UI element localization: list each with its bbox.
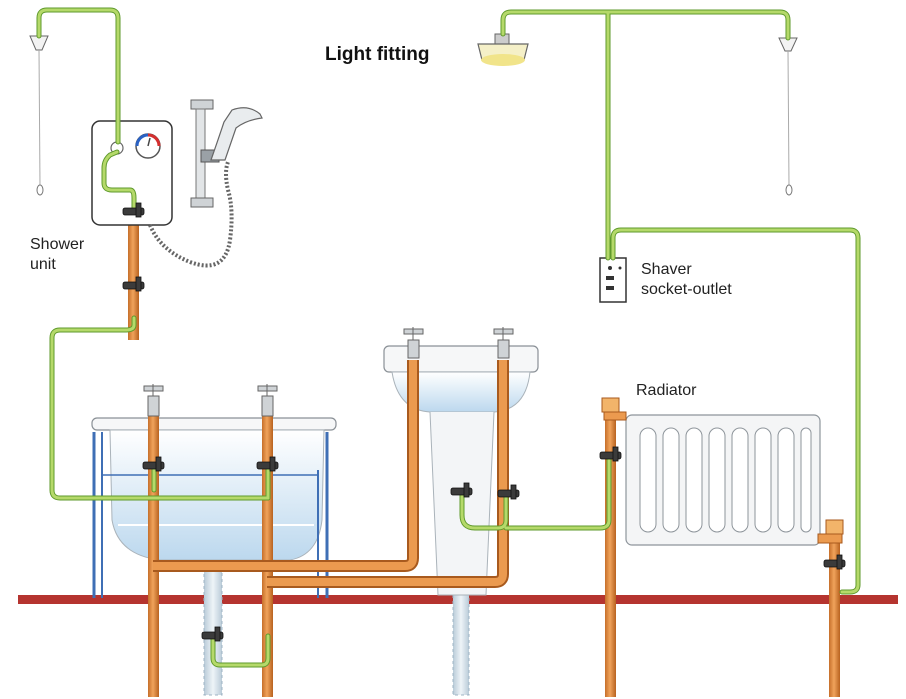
shower-control-dial-icon xyxy=(135,133,161,159)
light-fitting xyxy=(477,33,529,66)
label-shaver-line1: Shaver xyxy=(641,261,692,278)
pull-cord-switch-icon xyxy=(778,37,798,196)
label-shaver-line2: socket-outlet xyxy=(641,281,732,298)
pull-cord-switch-icon xyxy=(29,35,49,196)
copper-pipes xyxy=(128,210,840,697)
shaver-socket-icon xyxy=(599,257,627,303)
label-radiator: Radiator xyxy=(636,382,697,399)
label-light-fitting: Light fitting xyxy=(325,44,430,65)
shower-head-icon xyxy=(210,107,263,161)
earth-bonding-cables xyxy=(36,7,861,668)
tap-icon xyxy=(143,327,514,417)
label-shower-unit: Shower unit xyxy=(30,235,84,275)
bath-waste-pipe xyxy=(203,554,223,696)
label-shower-line1: Shower xyxy=(30,236,85,253)
earth-clamp-icon xyxy=(122,202,846,642)
radiator-valve-icon xyxy=(601,397,844,544)
radiator xyxy=(625,414,821,546)
label-shower-line2: unit xyxy=(30,256,56,273)
label-shaver-socket-outlet: Shaver socket-outlet xyxy=(641,260,732,300)
